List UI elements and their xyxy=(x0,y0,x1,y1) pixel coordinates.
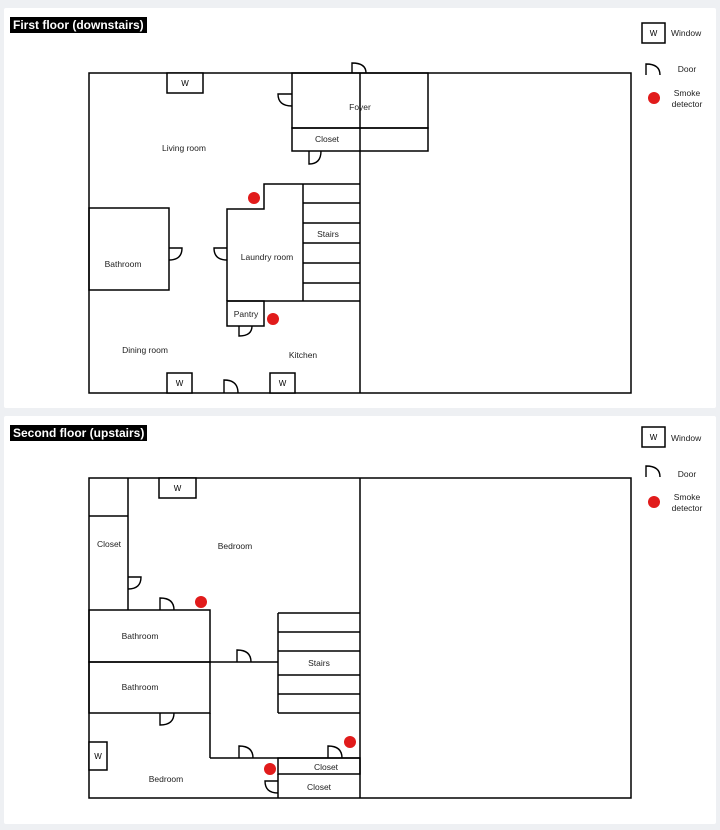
door-icon xyxy=(308,150,322,165)
smoke-detector-icon xyxy=(344,736,356,748)
window-icon: W xyxy=(269,372,296,394)
room-label-stairs: Stairs xyxy=(317,229,339,239)
second-floor-title: Second floor (upstairs) xyxy=(10,425,148,441)
door-icon xyxy=(159,597,175,611)
room-label-foyer: Foyer xyxy=(349,102,371,112)
window-symbol: W xyxy=(279,379,287,388)
door-icon xyxy=(236,649,252,663)
door-icon xyxy=(159,712,175,726)
window-symbol: W xyxy=(176,379,184,388)
room-label-closet: Closet xyxy=(307,782,332,792)
smoke-detector-icon xyxy=(267,313,279,325)
door-icon xyxy=(238,325,253,337)
legend-door-icon xyxy=(645,465,661,478)
legend-window-label: Window xyxy=(671,433,702,443)
legend-window-icon xyxy=(641,426,666,448)
door-icon xyxy=(264,780,279,794)
door-icon xyxy=(127,576,142,590)
second-floor-panel: Second floor (upstairs) W xyxy=(4,416,716,824)
room-label-laundry-room: Laundry room xyxy=(241,252,293,262)
doors xyxy=(168,62,367,394)
window-icon: W xyxy=(166,72,204,94)
bathroom-2-room xyxy=(88,661,211,714)
smoke-detector-icon xyxy=(264,763,276,775)
legend-window-icon xyxy=(641,22,666,44)
smoke-detector-icon xyxy=(195,596,207,608)
laundry-wall xyxy=(226,183,360,301)
room-label-kitchen: Kitchen xyxy=(289,350,318,360)
room-label-bathroom: Bathroom xyxy=(122,682,159,692)
room-label-closet: Closet xyxy=(314,762,339,772)
first-floor-plan: W W W Foyer Closet Living room St xyxy=(88,22,703,394)
door-icon xyxy=(351,62,367,74)
room-label-bathroom: Bathroom xyxy=(122,631,159,641)
stairs-steps xyxy=(278,612,360,714)
legend-window-label: Window xyxy=(671,28,702,38)
legend-smoke-detector-icon xyxy=(648,496,660,508)
legend-window-symbol: W xyxy=(650,29,658,38)
window-symbol: W xyxy=(174,484,182,493)
window-icon: W xyxy=(88,741,108,771)
room-label-bedroom: Bedroom xyxy=(218,541,253,551)
first-floor-panel: First floor (downstairs) W W xyxy=(4,8,716,408)
legend: W Window Door Smoke detector xyxy=(641,22,703,109)
window-symbol: W xyxy=(181,79,189,88)
legend-window-symbol: W xyxy=(650,433,658,442)
window-symbol: W xyxy=(94,752,102,761)
door-icon xyxy=(223,379,239,394)
room-label-bathroom: Bathroom xyxy=(105,259,142,269)
legend-door-label: Door xyxy=(678,64,697,74)
bathroom-room xyxy=(88,207,170,291)
legend: W Window Door Smoke detector xyxy=(641,426,703,513)
first-floor-title: First floor (downstairs) xyxy=(10,17,147,33)
smoke-detector-icon xyxy=(248,192,260,204)
legend-smoke-label-line1: Smoke xyxy=(674,88,701,98)
room-label-closet: Closet xyxy=(315,134,340,144)
window-icon: W xyxy=(166,372,193,394)
door-icon xyxy=(238,745,254,759)
room-label-living-room: Living room xyxy=(162,143,206,153)
stairs-steps xyxy=(303,202,360,284)
room-label-closet: Closet xyxy=(97,539,122,549)
foyer-closet-room xyxy=(291,127,429,152)
door-icon xyxy=(213,247,228,261)
legend-smoke-detector-icon xyxy=(648,92,660,104)
legend-smoke-label-line1: Smoke xyxy=(674,492,701,502)
door-icon xyxy=(277,93,293,107)
second-floor-plan: W W Closet Bedroom Bathroom Bathroom Sta… xyxy=(88,426,703,799)
room-label-pantry: Pantry xyxy=(234,309,259,319)
room-label-dining-room: Dining room xyxy=(122,345,168,355)
legend-door-label: Door xyxy=(678,469,697,479)
legend-smoke-label-line2: detector xyxy=(672,503,703,513)
room-label-stairs: Stairs xyxy=(308,658,330,668)
doors xyxy=(127,576,343,794)
legend-smoke-label-line2: detector xyxy=(672,99,703,109)
closet-bottom-1-room xyxy=(277,757,361,775)
window-icon: W xyxy=(158,477,197,499)
door-icon xyxy=(168,247,183,261)
door-icon xyxy=(327,745,343,759)
pantry-room xyxy=(226,300,265,327)
room-label-bedroom: Bedroom xyxy=(149,774,184,784)
legend-door-icon xyxy=(645,63,661,76)
